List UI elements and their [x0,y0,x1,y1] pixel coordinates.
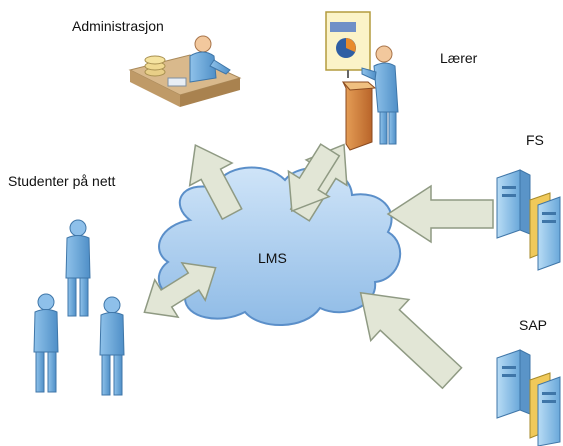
student-person [33,293,59,393]
label-lms: LMS [258,250,287,266]
arrow-from-fs [386,184,494,244]
studenter-illustration [33,219,125,396]
laerer-illustration [325,11,399,151]
arrow-from-sap [359,291,463,390]
label-studenter: Studenter på nett [8,173,116,189]
arrow-students-lms [143,261,217,319]
label-laerer: Lærer [440,50,478,66]
label-fs: FS [526,132,544,148]
label-sap: SAP [519,317,548,333]
sap-server-icon [496,349,561,446]
fs-server-icon [496,169,561,271]
administrasjon-illustration [128,35,242,107]
student-person [99,296,125,396]
student-person [65,219,91,317]
arrow-to-administrasjon [188,144,243,221]
arrow-from-laerer [287,143,341,213]
label-administrasjon: Administrasjon [72,18,164,34]
